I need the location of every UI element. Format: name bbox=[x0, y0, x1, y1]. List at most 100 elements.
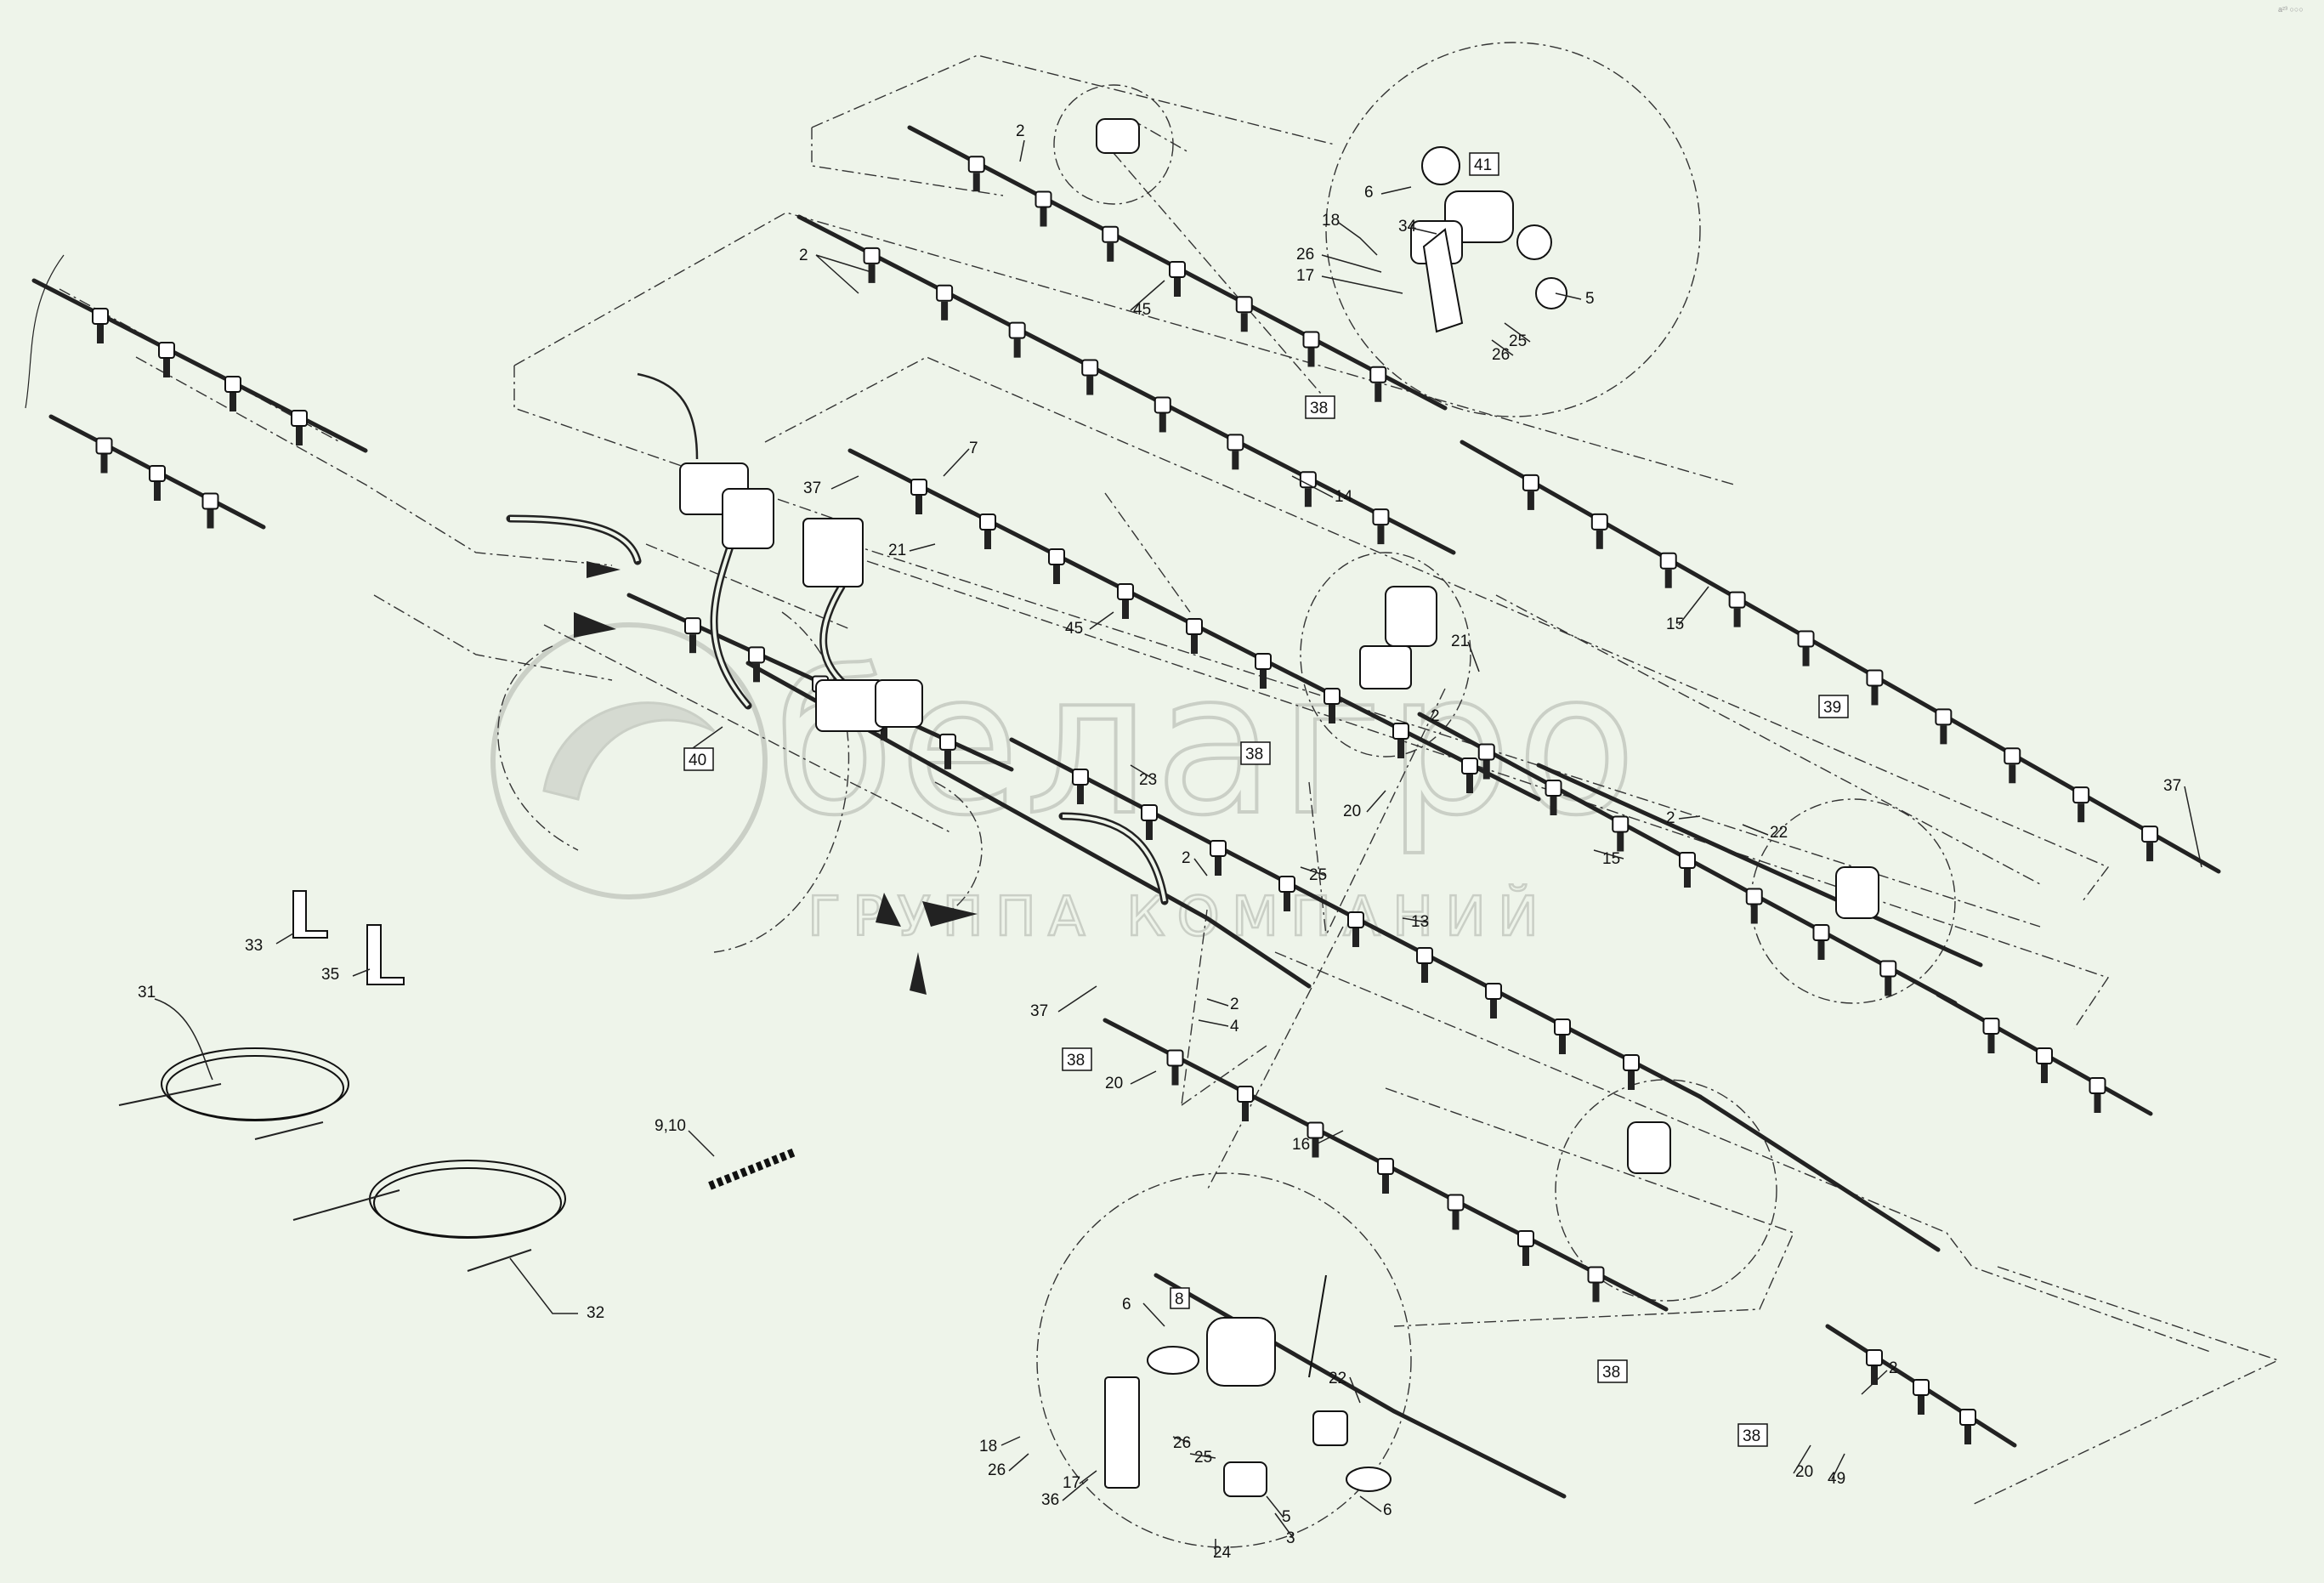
nozzle-tip bbox=[1490, 1000, 1497, 1018]
nozzle-fitting bbox=[1210, 840, 1227, 857]
reference-lines bbox=[59, 42, 2280, 1548]
nozzle-fitting bbox=[1866, 669, 1884, 687]
nozzle-tip bbox=[1191, 635, 1198, 654]
callout-14: 14 bbox=[1335, 488, 1353, 506]
nozzle-fitting bbox=[1034, 190, 1052, 208]
callout-38: 38 bbox=[1743, 1427, 1760, 1445]
nozzle-fitting bbox=[1590, 513, 1608, 531]
nozzle-tip bbox=[230, 393, 236, 411]
callout-3: 3 bbox=[1286, 1529, 1295, 1547]
nozzle-tip bbox=[1174, 278, 1181, 297]
nozzle-fitting bbox=[967, 156, 985, 173]
nozzle-fitting bbox=[1461, 757, 1478, 774]
nozzle-fitting bbox=[1554, 1018, 1571, 1035]
callout-17: 17 bbox=[1296, 267, 1314, 285]
callout-33: 33 bbox=[245, 937, 263, 955]
nozzle-tip bbox=[1421, 964, 1428, 983]
callout-2: 2 bbox=[1230, 996, 1239, 1013]
callout-45: 45 bbox=[1133, 301, 1151, 319]
nozzle-tip bbox=[1215, 857, 1222, 876]
nozzle-tip bbox=[689, 634, 696, 654]
callout-21: 21 bbox=[1451, 633, 1469, 650]
nozzle-tip bbox=[100, 454, 108, 474]
callout-25: 25 bbox=[1309, 866, 1327, 884]
nozzle-tip bbox=[1628, 1071, 1635, 1090]
callout-40: 40 bbox=[689, 752, 706, 769]
nozzle-tip bbox=[1987, 1035, 1995, 1053]
nozzle-fitting bbox=[201, 492, 219, 510]
nozzle-fitting bbox=[1153, 396, 1171, 414]
nozzle-tip bbox=[1592, 1283, 1600, 1302]
nozzle-fitting bbox=[1278, 876, 1295, 893]
nozzle-fitting bbox=[1477, 743, 1495, 761]
nozzle-tip bbox=[1527, 491, 1534, 510]
watermark-logo-swoosh bbox=[542, 701, 716, 801]
callout-34: 34 bbox=[1398, 218, 1417, 235]
callout-35: 35 bbox=[321, 966, 339, 984]
nozzle-tip bbox=[1617, 832, 1624, 852]
nozzle-fitting bbox=[1169, 261, 1186, 278]
nozzle-fitting bbox=[1227, 434, 1244, 451]
nozzle-fitting bbox=[936, 284, 954, 302]
nozzle-fitting bbox=[95, 437, 113, 455]
callout-20: 20 bbox=[1343, 803, 1361, 820]
leader-lines bbox=[154, 139, 2202, 1554]
nozzle-fitting bbox=[2004, 747, 2021, 765]
nozzle-fitting bbox=[1141, 804, 1158, 821]
nozzle-tip bbox=[1329, 705, 1335, 723]
callout-26: 26 bbox=[1173, 1434, 1191, 1452]
callout-23: 23 bbox=[1139, 771, 1157, 789]
nozzle-tip bbox=[2041, 1064, 2048, 1083]
callout-24: 24 bbox=[1213, 1544, 1232, 1562]
nozzle-tip bbox=[1013, 338, 1021, 358]
nozzle-tip bbox=[1377, 525, 1385, 545]
callout-38: 38 bbox=[1067, 1052, 1085, 1070]
nozzle-fitting bbox=[748, 646, 765, 664]
nozzle-fitting bbox=[1545, 780, 1562, 797]
callout-17: 17 bbox=[1063, 1474, 1080, 1492]
nozzle-tip bbox=[944, 750, 951, 769]
nozzle-tip bbox=[881, 721, 887, 740]
nozzle-tip bbox=[915, 496, 922, 514]
nozzle-fitting bbox=[158, 342, 175, 359]
nozzle-fitting bbox=[1623, 1054, 1640, 1071]
nozzle-fitting bbox=[2072, 786, 2090, 804]
section-valve-detail bbox=[1104, 1274, 1392, 1497]
flow-arrows bbox=[574, 561, 978, 995]
nozzle-tip bbox=[1107, 242, 1114, 262]
watermark-subtitle: ГРУППА КОМПАНИЙ bbox=[808, 884, 1550, 949]
callout-37: 37 bbox=[803, 479, 821, 497]
callout-26: 26 bbox=[1492, 346, 1510, 364]
callout-6: 6 bbox=[1383, 1501, 1392, 1519]
nozzle-fitting bbox=[1102, 225, 1119, 243]
nozzle-tip bbox=[296, 427, 303, 445]
nozzle-tip bbox=[1040, 207, 1047, 227]
callout-41: 41 bbox=[1474, 156, 1492, 174]
nozzle-fitting bbox=[1522, 474, 1539, 491]
nozzle-fitting bbox=[1307, 1121, 1324, 1139]
callout-7: 7 bbox=[969, 440, 978, 457]
nozzle-tip bbox=[2094, 1094, 2101, 1113]
callout-31: 31 bbox=[138, 984, 156, 1001]
nozzle-tip bbox=[1664, 569, 1672, 588]
nozzle-fitting bbox=[1447, 1194, 1465, 1211]
watermark-logo-ring bbox=[490, 622, 768, 899]
nozzle-tip bbox=[753, 663, 760, 683]
nozzle-fitting bbox=[224, 376, 241, 393]
nozzle-fitting bbox=[1866, 1349, 1883, 1366]
nozzle-fittings bbox=[92, 156, 2159, 1444]
callout-2: 2 bbox=[799, 247, 808, 264]
nozzle-fitting bbox=[1679, 852, 1696, 869]
nozzle-fitting bbox=[1959, 1409, 1976, 1426]
nozzle-fitting bbox=[1255, 653, 1272, 670]
nozzle-tip bbox=[1304, 488, 1312, 508]
nozzle-fitting bbox=[149, 465, 166, 482]
callout-4: 4 bbox=[1230, 1018, 1239, 1035]
nozzle-fitting bbox=[1237, 1086, 1254, 1103]
callout-36: 36 bbox=[1041, 1491, 1059, 1509]
nozzle-tip bbox=[1885, 977, 1892, 996]
nozzle-fitting bbox=[1913, 1379, 1930, 1396]
callout-15: 15 bbox=[1602, 850, 1620, 868]
nozzle-fitting bbox=[1235, 296, 1253, 314]
